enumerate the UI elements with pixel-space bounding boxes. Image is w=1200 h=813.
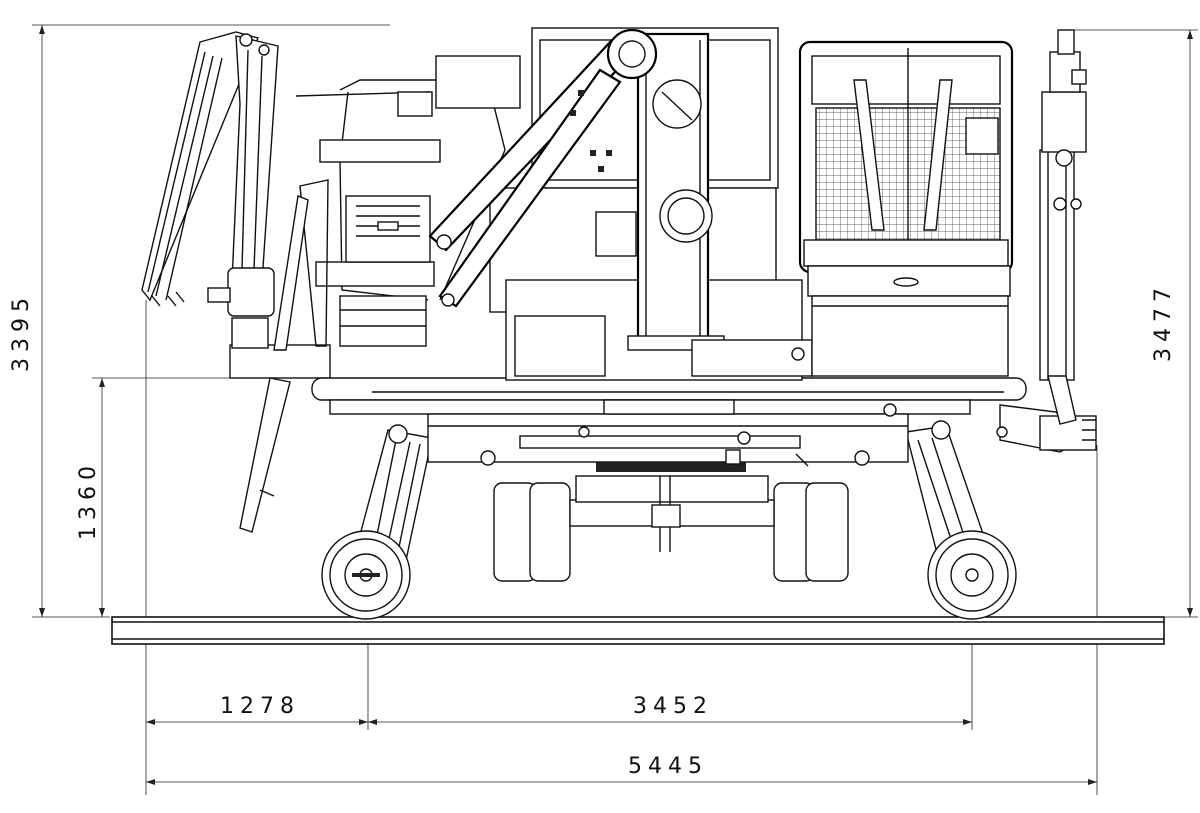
wheelbase-label: 3452 <box>633 694 713 719</box>
cab-height-label: 3477 <box>1151 282 1176 362</box>
rear-mast <box>1039 29 1087 425</box>
crane-arm <box>141 31 291 533</box>
left-leg <box>321 424 433 620</box>
right-leg <box>905 420 1017 620</box>
deck-height-label: 1360 <box>76 460 101 540</box>
boom-mast <box>428 27 813 381</box>
rail <box>111 616 1165 645</box>
misc-details <box>578 399 1008 467</box>
cab-cage <box>798 40 1014 377</box>
rail-wheels <box>493 462 849 582</box>
front-overhang-label: 1278 <box>220 694 300 719</box>
operator-seat <box>273 55 521 351</box>
chassis-frame <box>229 344 1097 466</box>
overall-height-label: 3395 <box>9 292 34 372</box>
overall-length-label: 5445 <box>628 754 708 779</box>
